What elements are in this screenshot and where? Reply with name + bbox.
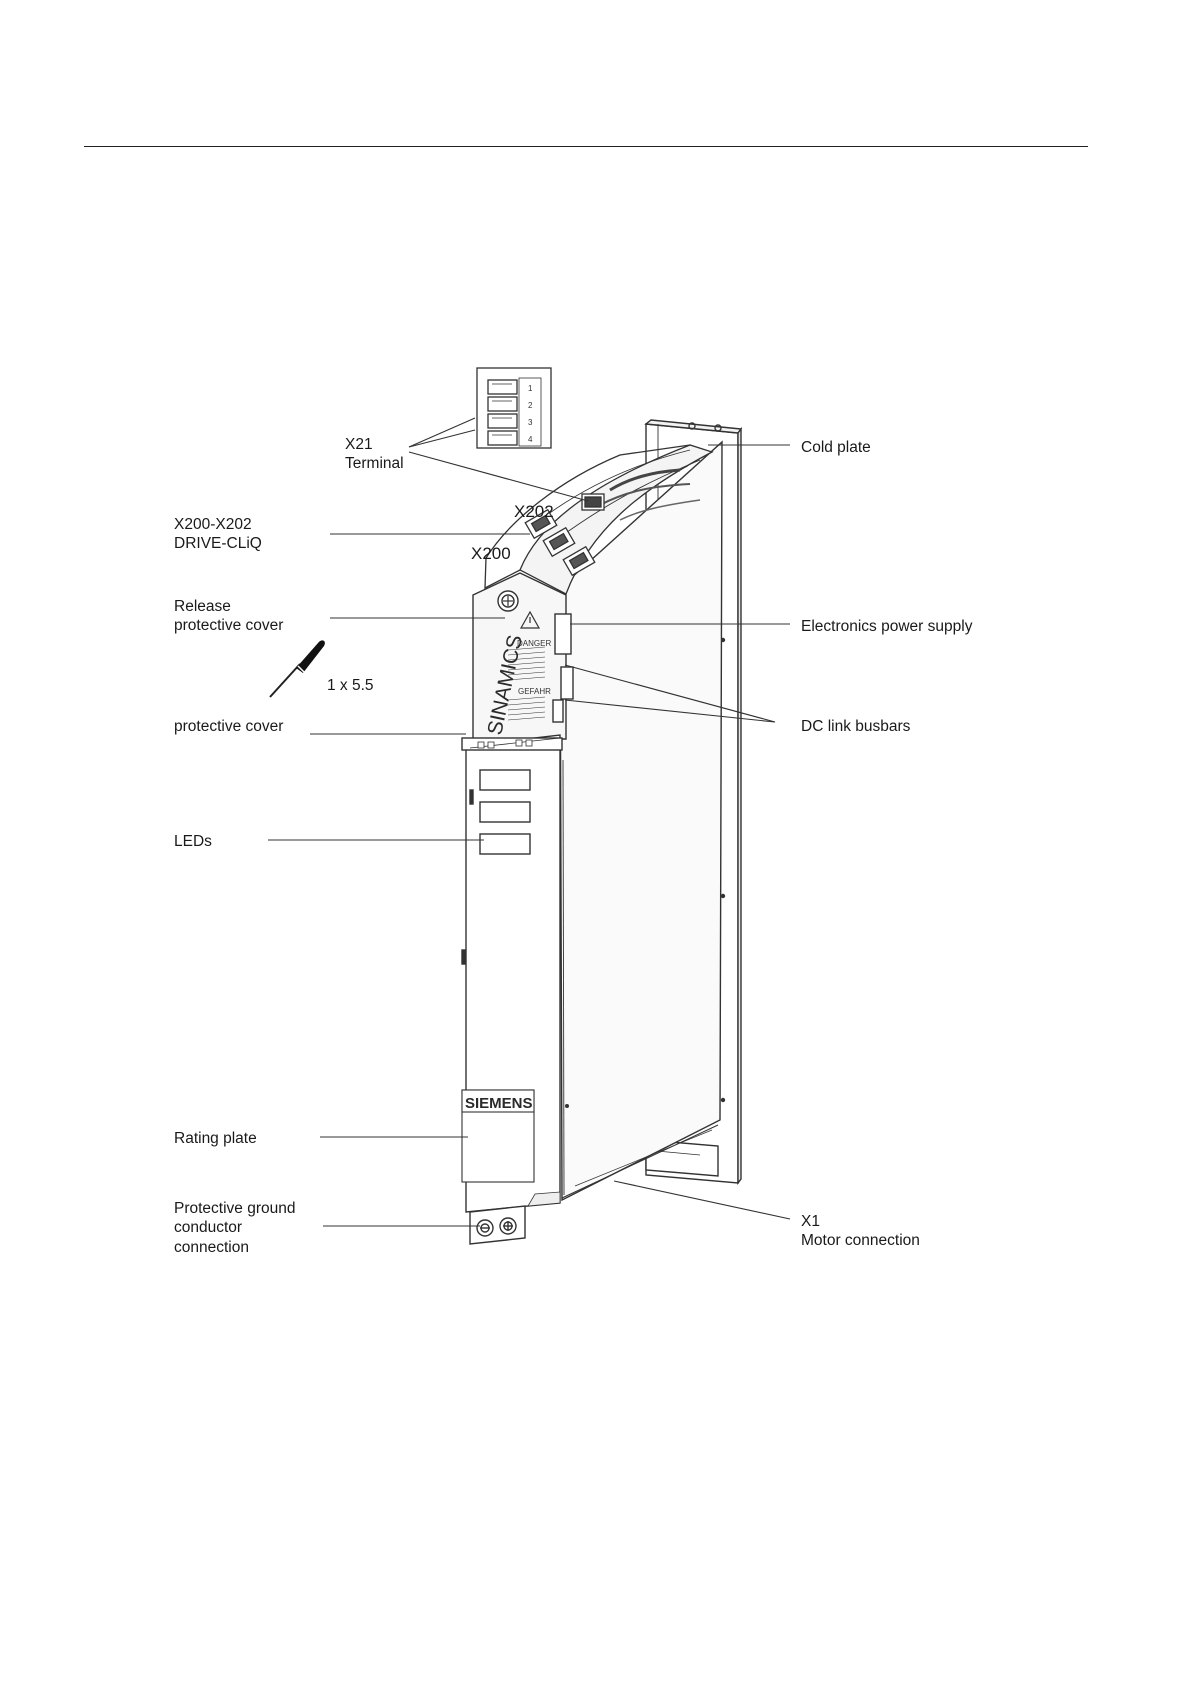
terminal-label: Terminal [345, 455, 404, 472]
terminal-pin-3: 3 [528, 418, 533, 427]
gefahr-mark: GEFAHR [518, 687, 551, 696]
ground-label-line3: connection [174, 1239, 249, 1256]
rating-plate-label: Rating plate [174, 1130, 257, 1147]
leds-label: LEDs [174, 833, 212, 850]
screwdriver-size-label: 1 x 5.5 [327, 677, 374, 694]
cold-plate-label: Cold plate [801, 439, 871, 456]
drive-cliq-ports-label: X200-X202 [174, 516, 252, 533]
siemens-mark: SIEMENS [465, 1095, 533, 1112]
protective-cover-label: protective cover [174, 718, 283, 735]
x202-label: X202 [514, 502, 554, 521]
electronics-supply-label: Electronics power supply [801, 618, 973, 635]
dc-link-label: DC link busbars [801, 718, 911, 735]
x1-label: X1 [801, 1213, 820, 1230]
x21-terminal-inset [477, 368, 551, 448]
x200-label: X200 [471, 544, 511, 563]
motor-connection-label: Motor connection [801, 1232, 920, 1249]
ground-label-line2: conductor [174, 1219, 242, 1236]
release-cover-label: protective cover [174, 617, 283, 634]
ground-label-line1: Protective ground [174, 1200, 296, 1217]
danger-mark: DANGER [517, 639, 551, 648]
screwdriver-icon [270, 640, 325, 697]
terminal-pin-1: 1 [528, 384, 533, 393]
drive-cliq-label: DRIVE-CLiQ [174, 535, 262, 552]
x21-label: X21 [345, 436, 373, 453]
terminal-pin-4: 4 [528, 435, 533, 444]
release-label: Release [174, 598, 231, 615]
terminal-pin-2: 2 [528, 401, 533, 410]
